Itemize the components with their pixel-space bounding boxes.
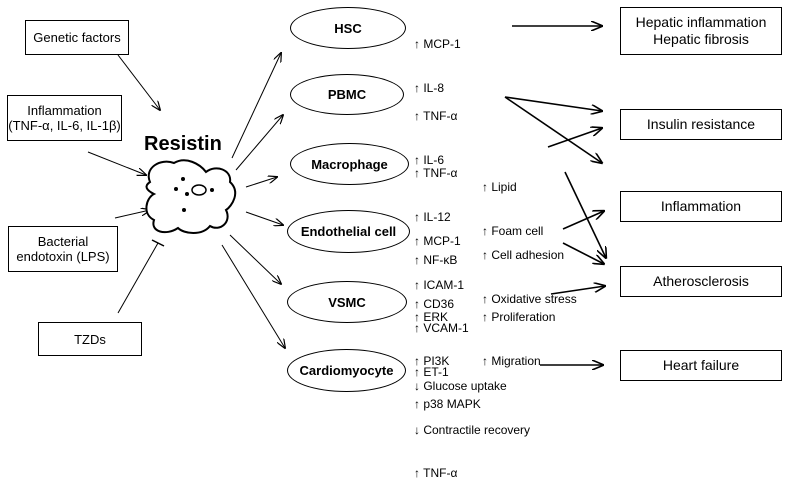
vsmc-label: VSMC bbox=[328, 294, 366, 310]
cardiomyocyte-oval: Cardiomyocyte bbox=[287, 349, 406, 392]
hepatic-outcome-line1: Hepatic inflammation bbox=[635, 14, 767, 30]
cardiomyocyte-effect-item: ↑ TNF-α bbox=[414, 466, 458, 480]
bacterial-endotoxin-line1: Bacterial bbox=[37, 234, 89, 249]
hsc-label: HSC bbox=[334, 20, 362, 36]
atherosclerosis-label: Atherosclerosis bbox=[653, 273, 749, 289]
arrow-to-vsmc bbox=[229, 234, 281, 284]
arrow-pbmc-insulin bbox=[504, 96, 602, 111]
inflammation-outcome-box: Inflammation bbox=[620, 191, 782, 222]
pbmc-label: PBMC bbox=[327, 87, 367, 102]
hsc-effect-item: ↑ IL-8 bbox=[414, 80, 445, 95]
atherosclerosis-box: Atherosclerosis bbox=[620, 266, 782, 297]
arrow-genetic bbox=[117, 54, 160, 110]
arrow-bacterial bbox=[114, 210, 150, 219]
arrow-endothelial-inflammation bbox=[562, 211, 604, 230]
arrow-to-hsc bbox=[231, 53, 281, 159]
vsmc-effect-item: ↑ PI3K bbox=[414, 353, 450, 368]
arrow-to-macrophage bbox=[245, 177, 277, 188]
arrows-layer bbox=[87, 0, 790, 404]
vsmc-extra-effects: ↑ Proliferation ↑ Migration bbox=[482, 281, 555, 383]
endothelial-effect-item: ↑ ET-1 bbox=[414, 364, 449, 379]
tzds-box: TZDs bbox=[38, 322, 142, 356]
hsc-effect-item: ↑ MCP-1 bbox=[414, 37, 461, 51]
genetic-factors-box: Genetic factors bbox=[25, 20, 129, 55]
pbmc-effect-item: ↑ TNF-α bbox=[414, 109, 458, 123]
pbmc-oval: PBMC bbox=[290, 74, 404, 115]
endothelial-effects: ↑ MCP-1 ↑ ICAM-1 ↑ VCAM-1 ↑ ET-1 bbox=[414, 205, 469, 394]
macrophage-effect-item: ↑ CD36 bbox=[414, 296, 455, 311]
endothelial-effect-item: ↑ VCAM-1 bbox=[414, 321, 469, 335]
endothelial-effect-item: ↑ MCP-1 bbox=[414, 234, 461, 248]
endothelial-extra-effects: ↑ Cell adhesion ↑ Oxidative stress bbox=[482, 219, 577, 321]
cardiomyocyte-label: Cardiomyocyte bbox=[299, 363, 394, 378]
macrophage-oval: Macrophage bbox=[290, 143, 409, 185]
resistin-cell-shape bbox=[145, 159, 237, 234]
inflammation-outcome-label: Inflammation bbox=[660, 198, 742, 214]
heart-failure-label: Heart failure bbox=[662, 357, 740, 373]
heart-failure-box: Heart failure bbox=[620, 350, 782, 381]
hepatic-outcome-line2: Hepatic fibrosis bbox=[653, 31, 749, 47]
tzds-label: TZDs bbox=[74, 331, 106, 347]
macrophage-effect-item: ↑ NF-κB bbox=[414, 253, 458, 267]
endothelial-oval: Endothelial cell bbox=[287, 210, 410, 253]
vsmc-effect-item: ↑ ERK bbox=[414, 310, 449, 324]
endothelial-label: Endothelial cell bbox=[300, 224, 397, 239]
macrophage-label: Macrophage bbox=[311, 156, 388, 172]
vsmc-oval: VSMC bbox=[287, 281, 407, 323]
arrow-to-cardiomyocyte bbox=[221, 244, 285, 348]
macrophage-extra-item: ↑ Lipid bbox=[482, 180, 517, 194]
arrow-macrophage-insulin bbox=[547, 128, 602, 148]
arrow-endothelial-atherosclerosis bbox=[562, 242, 604, 264]
endothelial-effect-item: ↑ ICAM-1 bbox=[414, 277, 465, 292]
cardiomyocyte-effects: ↓ Glucose uptake ↓ Contractile recovery … bbox=[414, 350, 530, 495]
endothelial-extra-item: ↑ Oxidative stress bbox=[482, 291, 577, 306]
arrow-vsmc-atherosclerosis bbox=[550, 286, 605, 295]
bacterial-endotoxin-box: Bacterial endotoxin (LPS) bbox=[8, 226, 118, 272]
pbmc-effect-item: ↑ IL-6 bbox=[414, 152, 445, 167]
insulin-resistance-label: Insulin resistance bbox=[646, 116, 756, 132]
inflammation-input-box: Inflammation (TNF-α, IL-6, IL-1β) bbox=[7, 95, 122, 141]
arrow-macrophage-atherosclerosis bbox=[564, 171, 606, 258]
macrophage-extra-effects: ↑ Lipid ↑ Foam cell bbox=[482, 151, 543, 253]
cardiomyocyte-effect-item: ↓ Glucose uptake bbox=[414, 379, 507, 393]
pbmc-effects: ↑ TNF-α ↑ IL-6 bbox=[414, 80, 457, 182]
arrow-to-pbmc bbox=[235, 115, 283, 171]
vsmc-extra-item: ↑ Proliferation bbox=[482, 310, 556, 324]
macrophage-extra-item: ↑ Foam cell bbox=[482, 223, 544, 238]
arrow-inflammation bbox=[87, 151, 146, 175]
resistin-title: Resistin bbox=[144, 133, 222, 155]
macrophage-effect-item: ↑ TNF-α bbox=[414, 166, 458, 180]
bacterial-endotoxin-line2: endotoxin (LPS) bbox=[16, 249, 110, 264]
arrow-to-endothelial bbox=[245, 211, 283, 225]
macrophage-effects: ↑ TNF-α ↑ IL-12 ↑ NF-κB ↑ CD36 bbox=[414, 137, 457, 326]
resistin-nucleus bbox=[191, 184, 207, 196]
insulin-resistance-box: Insulin resistance bbox=[620, 109, 782, 140]
endothelial-extra-item: ↑ Cell adhesion bbox=[482, 248, 565, 262]
genetic-factors-label: Genetic factors bbox=[33, 30, 121, 45]
inflammation-input-line2: (TNF-α, IL-6, IL-1β) bbox=[8, 118, 121, 133]
hepatic-outcome-box: Hepatic inflammation Hepatic fibrosis bbox=[620, 7, 782, 55]
inflammation-input-line1: Inflammation bbox=[27, 103, 102, 118]
cardiomyocyte-effect-item: ↓ Contractile recovery bbox=[414, 422, 531, 437]
vsmc-extra-item: ↑ Migration bbox=[482, 353, 541, 368]
arrow-pbmc-inflammation bbox=[504, 96, 602, 163]
hsc-effects: ↑ MCP-1 ↑ IL-8 bbox=[414, 8, 461, 110]
inhibit-bar bbox=[151, 239, 165, 247]
hsc-oval: HSC bbox=[290, 7, 406, 49]
macrophage-effect-item: ↑ IL-12 bbox=[414, 209, 451, 224]
inhibit-tzds bbox=[117, 242, 159, 314]
